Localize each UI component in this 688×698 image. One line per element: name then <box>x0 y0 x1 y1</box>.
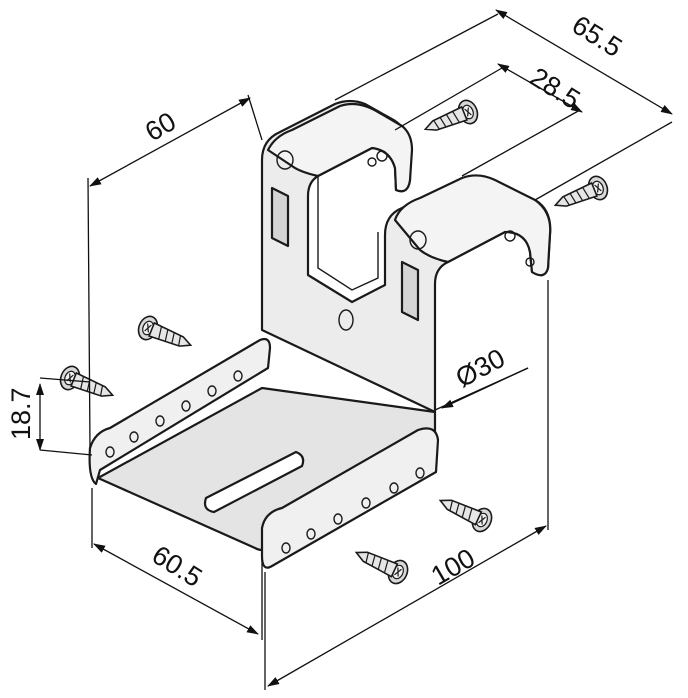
screw-icon <box>134 312 196 358</box>
dim-diameter: Ø30 <box>451 343 510 393</box>
dim-base-depth: 60.5 <box>147 540 207 593</box>
flange-holes <box>105 370 243 458</box>
vertical-slot <box>400 260 420 322</box>
tab-hole <box>504 230 516 242</box>
base-slot <box>203 450 305 514</box>
screw-icon <box>550 172 612 218</box>
screw-icon <box>434 488 497 536</box>
screw-icon <box>350 540 413 588</box>
vertical-slot <box>270 186 290 248</box>
dimension-lines <box>36 9 673 690</box>
screw-icon <box>420 96 482 142</box>
left-flange <box>88 337 272 486</box>
bracket <box>88 99 552 569</box>
dim-total-width: 100 <box>426 543 480 592</box>
dim-flange-height: 18.7 <box>6 387 36 440</box>
left-tab <box>266 102 414 193</box>
keyhole <box>276 150 294 170</box>
tab-hole <box>525 257 535 267</box>
u-cutout-edge <box>317 176 379 291</box>
dim-slot-width: 28.5 <box>525 62 585 115</box>
tab-hole <box>376 150 388 162</box>
right-tab <box>393 174 552 277</box>
keyhole <box>338 309 354 331</box>
screw-icon <box>56 362 118 408</box>
dim-back-height: 60 <box>140 106 181 147</box>
keyhole <box>409 230 427 250</box>
tab-hole <box>367 157 377 167</box>
dim-total-depth: 65.5 <box>567 10 627 63</box>
